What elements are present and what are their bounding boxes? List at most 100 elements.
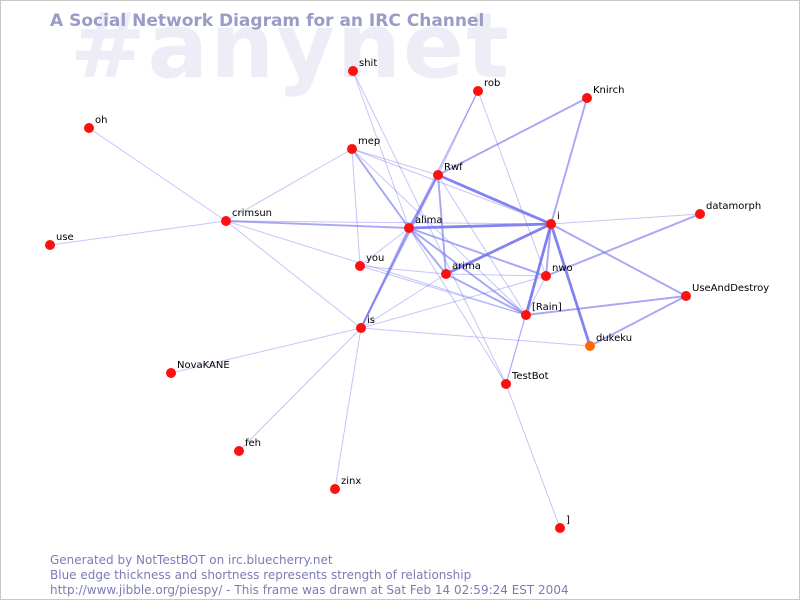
node-is: is bbox=[356, 315, 375, 333]
node-label: i bbox=[557, 211, 560, 222]
node-TestBot: TestBot bbox=[501, 371, 549, 389]
node-label: alima bbox=[415, 215, 443, 226]
node-dot bbox=[695, 209, 705, 219]
node-label: NovaKANE bbox=[177, 360, 230, 371]
node-dot bbox=[441, 269, 451, 279]
node-dot bbox=[84, 123, 94, 133]
edge-mep-alima bbox=[351, 148, 410, 229]
edge-i-dukeku bbox=[549, 223, 592, 347]
edge-you-arima bbox=[359, 265, 447, 275]
edge-nwo-Rain bbox=[525, 275, 547, 316]
edge-Rwf-arima bbox=[437, 174, 447, 275]
edge-i-arima bbox=[445, 222, 552, 276]
edge-use-crimsun bbox=[49, 220, 227, 246]
edge-nwo-is bbox=[360, 275, 547, 329]
node-label: oh bbox=[95, 115, 107, 126]
node-label: TestBot bbox=[511, 371, 549, 382]
edge-you-Rain bbox=[359, 265, 527, 316]
node-nwo: nwo bbox=[541, 263, 573, 281]
node-dot bbox=[546, 219, 556, 229]
edge-alima-you bbox=[359, 227, 410, 267]
node-dot bbox=[166, 368, 176, 378]
edge-i-nwo bbox=[545, 223, 552, 277]
footer-legend-note: Blue edge thickness and shortness repres… bbox=[50, 568, 472, 582]
node-dot bbox=[356, 323, 366, 333]
node-rob: rob bbox=[473, 78, 500, 96]
edge-is-NovaKANE bbox=[170, 327, 362, 374]
node-Rain: [Rain] bbox=[521, 302, 562, 320]
diagram-title: A Social Network Diagram for an IRC Chan… bbox=[50, 11, 485, 31]
edge-Rain-UseAndDestroy bbox=[525, 295, 687, 316]
edge-alima-is bbox=[360, 227, 410, 329]
edge-mep-Rain bbox=[351, 148, 527, 316]
edge-arima-nwo bbox=[445, 273, 547, 277]
edge-alima-Rain bbox=[408, 227, 527, 316]
node-dot bbox=[681, 291, 691, 301]
edge-datamorph-nwo bbox=[545, 213, 701, 277]
edge-crimsun-Rain bbox=[225, 220, 527, 316]
node-dot bbox=[555, 523, 565, 533]
node-zinx: zinx bbox=[330, 476, 361, 494]
node-dot bbox=[585, 341, 595, 351]
footer: Generated by NotTestBOT on irc.bluecherr… bbox=[50, 553, 569, 598]
edge-Rwf-i bbox=[437, 173, 552, 226]
node-you: you bbox=[355, 253, 384, 271]
node-dot bbox=[234, 446, 244, 456]
edge-arima-Rain bbox=[445, 273, 527, 316]
node-dot bbox=[541, 271, 551, 281]
node-label: Rwf bbox=[444, 162, 463, 173]
edge-Rwf-Rain bbox=[437, 174, 527, 316]
edge-shit-alima bbox=[352, 70, 410, 229]
edge-alima-TestBot bbox=[408, 227, 507, 385]
edge-crimsun-alima bbox=[225, 220, 410, 229]
node-label: nwo bbox=[552, 263, 573, 274]
node-shit: shit bbox=[348, 58, 377, 76]
node-oh: oh bbox=[84, 115, 107, 133]
edge-UseAndDestroy-dukeku bbox=[589, 295, 687, 347]
channel-watermark: #anynet bbox=[70, 0, 512, 99]
node-dot bbox=[433, 170, 443, 180]
edge-crimsun-i bbox=[225, 220, 552, 225]
node-dot bbox=[45, 240, 55, 250]
node-dot bbox=[347, 144, 357, 154]
node-label: shit bbox=[359, 58, 377, 69]
node-label: ] bbox=[566, 515, 570, 526]
node-label: rob bbox=[484, 78, 500, 89]
edge-i-datamorph bbox=[550, 213, 701, 225]
edge-Knirch-i bbox=[550, 97, 588, 225]
node-dukeku: dukeku bbox=[585, 333, 632, 351]
edge-is-dukeku bbox=[360, 327, 591, 347]
node-label: UseAndDestroy bbox=[692, 283, 769, 294]
edge-alima-nwo bbox=[408, 227, 547, 277]
node-UseAndDestroy: UseAndDestroy bbox=[681, 283, 769, 301]
node-dot bbox=[582, 93, 592, 103]
edge-is-feh bbox=[238, 327, 362, 452]
node-NovaKANE: NovaKANE bbox=[166, 360, 230, 378]
node-label: mep bbox=[358, 136, 380, 147]
node-label: dukeku bbox=[596, 333, 632, 344]
node-J: ] bbox=[555, 515, 570, 533]
edge-alima-arima bbox=[408, 227, 447, 275]
node-Knirch: Knirch bbox=[582, 85, 624, 103]
footer-url-timestamp: http://www.jibble.org/piespy/ - This fra… bbox=[50, 583, 569, 597]
node-dot bbox=[501, 379, 511, 389]
node-label: use bbox=[56, 232, 74, 243]
node-dot bbox=[521, 310, 531, 320]
edge-Knirch-Rwf bbox=[437, 97, 588, 176]
edge-crimsun-mep bbox=[225, 148, 353, 222]
edge-Rain-TestBot bbox=[505, 314, 527, 385]
node-label: datamorph bbox=[706, 201, 761, 212]
node-label: [Rain] bbox=[532, 302, 562, 313]
node-mep: mep bbox=[347, 136, 380, 154]
edge-crimsun-is bbox=[225, 220, 362, 329]
edge-oh-crimsun bbox=[88, 127, 227, 222]
node-label: zinx bbox=[341, 476, 361, 487]
edge-rob-nwo bbox=[477, 90, 547, 277]
node-crimsun: crimsun bbox=[221, 208, 272, 226]
footer-generated-by: Generated by NotTestBOT on irc.bluecherr… bbox=[50, 553, 333, 567]
node-dot bbox=[348, 66, 358, 76]
node-feh: feh bbox=[234, 438, 261, 456]
edge-alima-i bbox=[408, 222, 552, 230]
